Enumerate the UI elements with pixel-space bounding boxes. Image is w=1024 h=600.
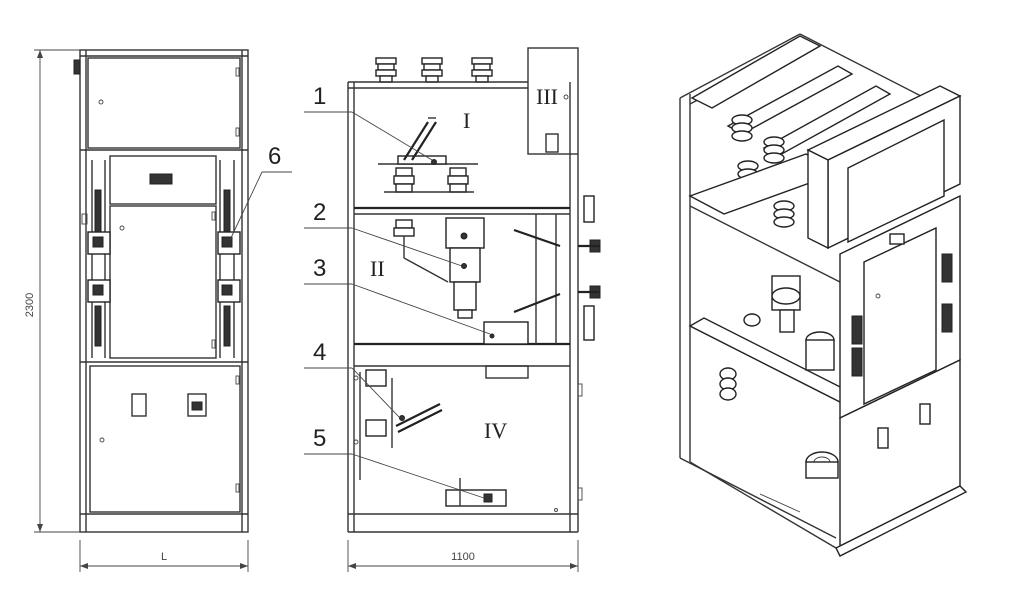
iso-top-bushings: [731, 114, 795, 228]
depth-dimension-label: 1100: [451, 551, 475, 563]
callout-2: 2: [313, 199, 326, 226]
busbar-disconnector: [378, 117, 478, 193]
front-cabinet-outline: [79, 49, 249, 533]
width-dimension-label: L: [161, 551, 167, 563]
compartment-label-iv: IV: [484, 418, 507, 443]
compartment-label-ii: II: [370, 256, 385, 281]
callout-3: 3: [313, 255, 326, 282]
relay-compartment: [527, 47, 579, 155]
depth-dimension: 1100: [347, 540, 579, 572]
cable-clamp: [445, 489, 507, 507]
callout-5: 5: [313, 425, 326, 452]
compartment-label-i: I: [463, 108, 470, 133]
front-bottom-door: [89, 365, 241, 513]
callout-6: 6: [268, 143, 281, 170]
earthing-switch: [353, 369, 443, 480]
current-transformer: [483, 321, 529, 345]
top-bushings: [375, 57, 493, 83]
front-view: [73, 49, 249, 533]
front-breaker-door: [109, 205, 217, 359]
front-top-door: [87, 57, 241, 149]
width-dimension: L: [79, 540, 249, 572]
callouts: 1 2 3 4 5 6: [229, 83, 491, 499]
height-dimension: 2300: [24, 49, 80, 533]
isometric-view: [679, 33, 968, 557]
callout-1: 1: [313, 83, 326, 110]
compartment-label-iii: III: [536, 84, 558, 109]
callout-4: 4: [313, 339, 326, 366]
front-middle-top-panel: [109, 155, 217, 205]
circuit-breaker: [393, 217, 485, 319]
side-section-view: [347, 47, 601, 533]
side-drive-handles: [577, 195, 601, 501]
height-dimension-label: 2300: [24, 293, 36, 317]
